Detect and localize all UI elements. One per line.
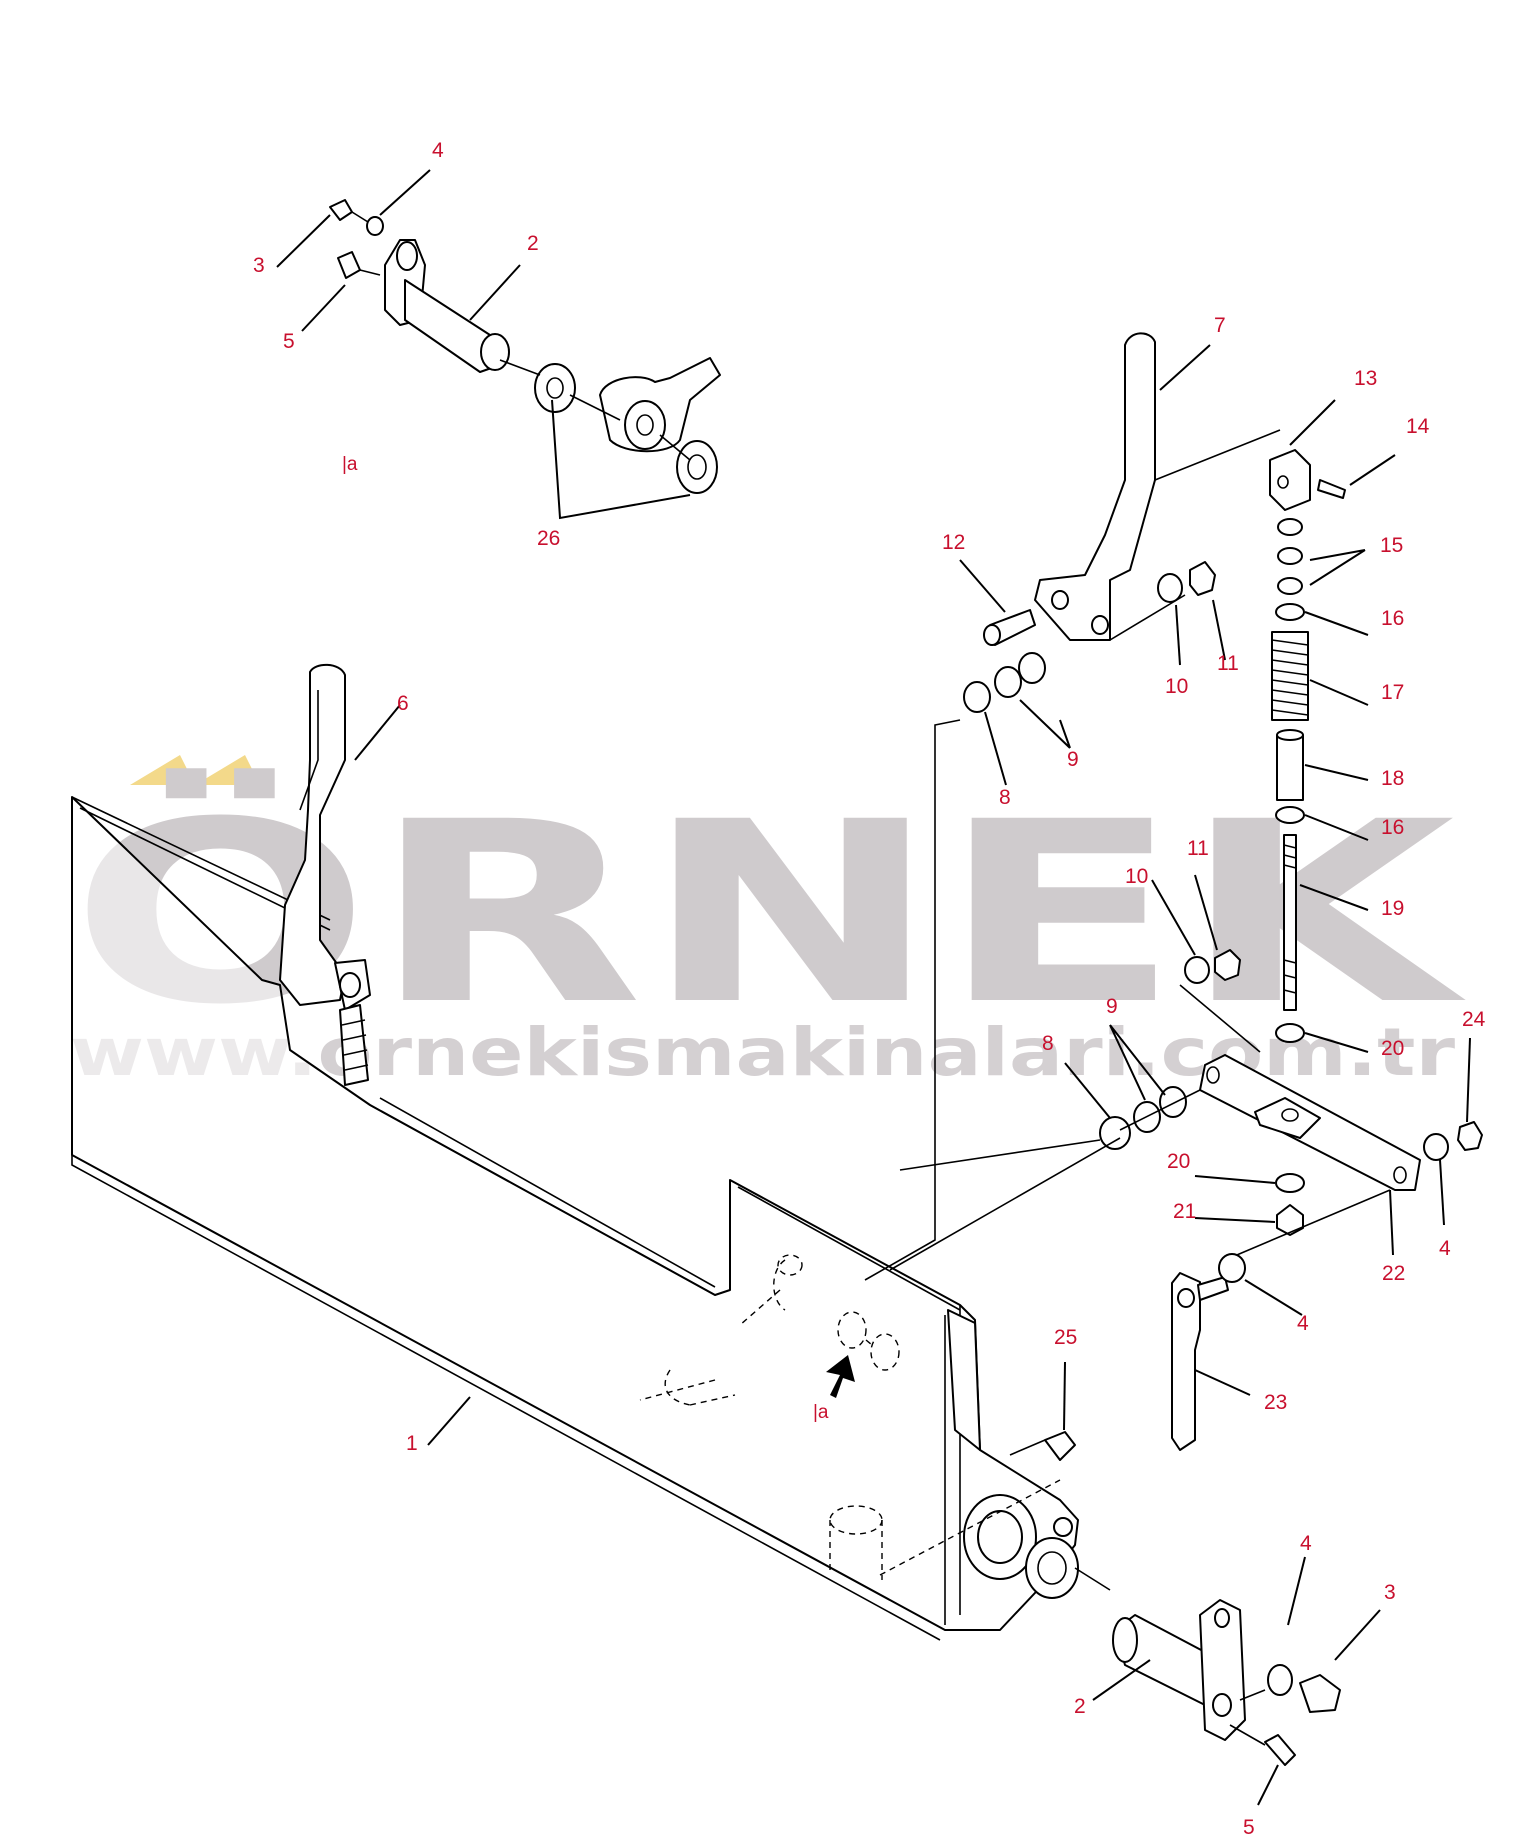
callout-12: 12 <box>942 531 965 554</box>
callout-8: 8 <box>1042 1032 1054 1055</box>
bolt-3b <box>1299 1674 1341 1713</box>
callout-14: 14 <box>1406 415 1430 438</box>
callout-20: 20 <box>1381 1037 1404 1060</box>
callout-11: 11 <box>1187 837 1209 860</box>
grease-fitting-25 <box>1044 1431 1076 1461</box>
washer-10a <box>1157 573 1183 603</box>
upper-pin-assembly <box>329 199 721 494</box>
spring-rod-assembly <box>1179 449 1346 1053</box>
spring-17 <box>1271 631 1309 721</box>
leader-lines <box>276 169 1471 1806</box>
callout-9: 9 <box>1106 995 1118 1018</box>
lever-7-assembly <box>963 332 1281 713</box>
callout-23: 23 <box>1264 1391 1287 1414</box>
nut-24 <box>1457 1121 1483 1151</box>
callout-25: 25 <box>1054 1326 1077 1349</box>
callout-16: 16 <box>1381 607 1404 630</box>
callout-19: 19 <box>1381 897 1404 920</box>
watermark-accent-right <box>195 755 260 785</box>
callout-13: 13 <box>1354 367 1377 390</box>
sleeve-18 <box>1276 734 1304 801</box>
callout-3: 3 <box>1384 1581 1396 1604</box>
callout-8: 8 <box>999 786 1011 809</box>
lower-pin-assembly <box>1074 1567 1341 1766</box>
block-13 <box>1269 449 1311 511</box>
callout-7: 7 <box>1214 314 1226 337</box>
washer-16a <box>1275 603 1305 621</box>
bolt-3a <box>329 199 353 221</box>
lever-7 <box>1034 332 1156 641</box>
washer-4d <box>1267 1664 1293 1696</box>
bolt-23 <box>1197 1276 1229 1301</box>
callout-4: 4 <box>1300 1532 1312 1555</box>
bushing-20a <box>1275 1023 1305 1043</box>
washer-10b <box>1184 956 1210 984</box>
nut-11a <box>1189 561 1216 596</box>
grease-fitting-5a <box>337 251 361 279</box>
bushing-20b <box>1275 1173 1305 1193</box>
callout-3: 3 <box>253 254 265 277</box>
callout-10: 10 <box>1165 675 1188 698</box>
callout-22: 22 <box>1382 1262 1405 1285</box>
callout-15: 15 <box>1380 534 1403 557</box>
view-arrow <box>826 1355 855 1398</box>
bushing <box>1025 1537 1079 1599</box>
washer-8a <box>963 681 991 713</box>
watermark-accent-left <box>130 755 195 785</box>
nut-15a <box>1277 518 1303 536</box>
callout-20: 20 <box>1167 1150 1190 1173</box>
nut-11b <box>1214 949 1241 981</box>
callout-18: 18 <box>1381 767 1404 790</box>
threaded-rod-19 <box>1283 834 1297 1011</box>
callout-10: 10 <box>1125 865 1148 888</box>
callout-4: 4 <box>432 139 444 162</box>
view-marker-lower: |a <box>813 1402 829 1423</box>
callout-5: 5 <box>283 330 295 353</box>
callouts: 4 3 2 5 26 7 13 14 12 15 16 10 11 17 9 8… <box>253 139 1486 1839</box>
washer-26b <box>676 440 718 494</box>
lever-6 <box>279 663 346 1006</box>
callout-6: 6 <box>397 692 409 715</box>
callout-2: 2 <box>527 232 539 255</box>
callout-24: 24 <box>1462 1008 1486 1031</box>
pin-14 <box>1317 479 1346 499</box>
view-marker-upper: |a <box>342 454 358 475</box>
nut-21 <box>1276 1204 1304 1236</box>
callout-5: 5 <box>1243 1816 1255 1839</box>
callout-17: 17 <box>1381 681 1404 704</box>
washer-8b <box>1099 1116 1131 1150</box>
callout-4: 4 <box>1439 1237 1451 1260</box>
callout-9: 9 <box>1067 748 1079 771</box>
callout-11: 11 <box>1217 652 1239 675</box>
bar-22-assembly <box>864 719 1483 1461</box>
washer-26a <box>534 363 576 413</box>
callout-1: 1 <box>406 1432 418 1455</box>
callout-4: 4 <box>1297 1312 1309 1335</box>
handle-23 <box>1171 1272 1201 1451</box>
grease-fitting-5b <box>1264 1734 1296 1766</box>
washer-4c <box>1218 1253 1246 1283</box>
callout-21: 21 <box>1173 1200 1196 1223</box>
callout-2: 2 <box>1074 1695 1086 1718</box>
washer-16b <box>1275 806 1305 824</box>
boom-body <box>71 663 1079 1641</box>
callout-16: 16 <box>1381 816 1404 839</box>
callout-26: 26 <box>537 527 560 550</box>
washer-4b <box>1423 1133 1449 1161</box>
